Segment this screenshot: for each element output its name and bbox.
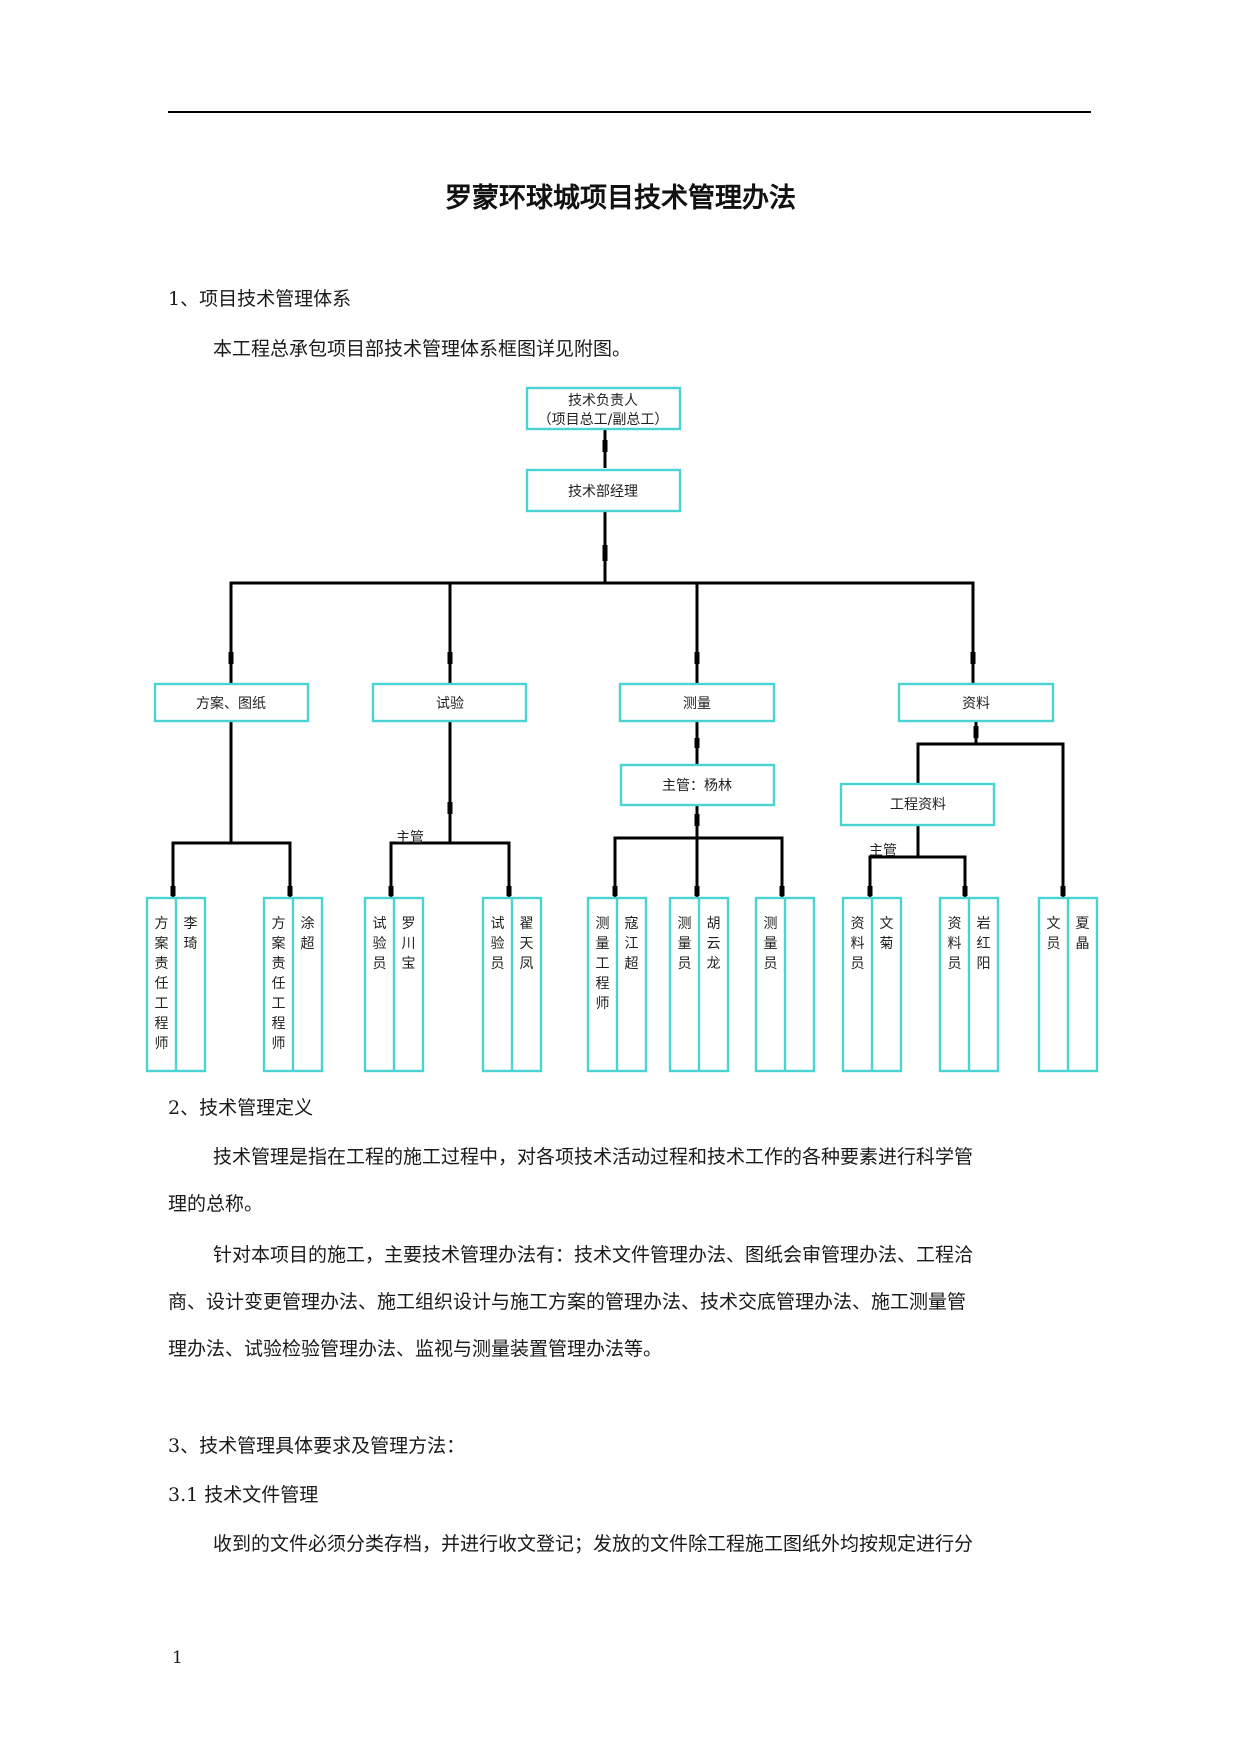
chart-person-name: 罗川宝 xyxy=(402,916,416,972)
chart-person-role: 资料员 xyxy=(948,916,962,972)
chart-node-tech-director-line2: （项目总工/副总工） xyxy=(538,412,669,428)
chart-person-name: 翟天凤 xyxy=(520,916,534,972)
section-3-heading: 3、技术管理具体要求及管理方法： xyxy=(168,1435,466,1457)
chart-node-tech-manager xyxy=(525,468,682,513)
chart-person-3: 试验员 罗川宝 xyxy=(363,896,425,1073)
section-1-text: 本工程总承包项目部技术管理体系框图详见附图。 xyxy=(213,338,632,360)
chart-node-category-testing xyxy=(371,682,528,723)
chart-person-8: 资料员 文菊 xyxy=(841,896,903,1073)
chart-node-category-plans xyxy=(153,682,310,723)
section-1-heading: 1、项目技术管理体系 xyxy=(168,288,352,310)
chart-person-name: 文菊 xyxy=(880,916,894,952)
section-2-p2-line3: 理办法、试验检验管理办法、监视与测量装置管理办法等。 xyxy=(168,1338,663,1360)
chart-node-tech-director-line1: 技术负责人 xyxy=(568,393,638,409)
chart-node-category-survey-label: 测量 xyxy=(683,696,711,712)
section-3-1-text: 收到的文件必须分类存档，并进行收文登记；发放的文件除工程施工图纸外均按规定进行分 xyxy=(213,1533,974,1555)
section-2-heading: 2、技术管理定义 xyxy=(168,1097,314,1119)
chart-supervisor-label-testing: 主管 xyxy=(396,830,424,846)
chart-person-name: 李琦 xyxy=(184,916,198,952)
chart-person-6: 测量员 胡云龙 xyxy=(668,896,730,1073)
chart-person-name: 岩红阳 xyxy=(977,916,991,972)
header-rule xyxy=(168,111,1091,113)
chart-person-role: 文员 xyxy=(1047,916,1061,952)
section-2-p2-line1: 针对本项目的施工，主要技术管理办法有：技术文件管理办法、图纸会审管理办法、工程洽 xyxy=(213,1244,974,1266)
chart-person-5: 测量工程师 寇江超 xyxy=(586,896,648,1073)
chart-node-category-survey xyxy=(618,682,776,723)
chart-person-role: 测量员 xyxy=(764,916,778,972)
chart-people: 方案责任工程师李琦方案责任工程师涂超试验员罗川宝试验员翟天凤测量工程师寇江超测量… xyxy=(145,896,1099,1073)
section-2-p2-line2: 商、设计变更管理办法、施工组织设计与施工方案的管理办法、技术交底管理办法、施工测… xyxy=(168,1291,967,1313)
chart-node-survey-supervisor xyxy=(619,763,776,807)
org-chart-connectors xyxy=(170,425,1066,898)
section-3-1-heading: 3.1 技术文件管理 xyxy=(168,1484,319,1506)
section-2-p1-line2: 理的总称。 xyxy=(168,1193,264,1215)
document-title: 罗蒙环球城项目技术管理办法 xyxy=(445,183,796,214)
chart-person-role: 测量员 xyxy=(678,916,692,972)
chart-person-name: 涂超 xyxy=(301,916,315,952)
page-number: 1 xyxy=(172,1648,183,1668)
chart-supervisor-label-docs: 主管 xyxy=(869,843,897,859)
chart-person-role: 试验员 xyxy=(373,916,387,972)
chart-person-1: 方案责任工程师 李琦 xyxy=(145,896,207,1073)
chart-person-role: 试验员 xyxy=(491,916,505,972)
chart-node-category-docs xyxy=(897,682,1055,723)
chart-node-category-plans-label: 方案、图纸 xyxy=(196,695,266,712)
chart-node-category-docs-label: 资料 xyxy=(962,696,990,712)
chart-person-role: 测量工程师 xyxy=(596,916,610,1012)
chart-node-survey-supervisor-label: 主管：杨林 xyxy=(662,778,732,794)
chart-person-name: 胡云龙 xyxy=(707,916,721,972)
chart-person-role: 资料员 xyxy=(851,916,865,972)
chart-person-9: 资料员 岩红阳 xyxy=(938,896,1000,1073)
chart-person-role: 方案责任工程师 xyxy=(272,916,286,1052)
section-2-p1-line1: 技术管理是指在工程的施工过程中，对各项技术活动过程和技术工作的各种要素进行科学管 xyxy=(213,1146,974,1168)
chart-node-tech-director xyxy=(525,386,682,431)
chart-node-engineering-docs xyxy=(839,782,996,827)
chart-person-7: 测量员 xyxy=(754,896,816,1073)
chart-person-2: 方案责任工程师 涂超 xyxy=(262,896,324,1073)
chart-node-engineering-docs-label: 工程资料 xyxy=(890,797,946,813)
org-chart: 技术负责人 （项目总工/副总工） 技术部经理 方案、图纸 试验 测量 资料 主管… xyxy=(145,386,1099,1073)
chart-person-role: 方案责任工程师 xyxy=(155,916,169,1052)
chart-person-name: 夏晶 xyxy=(1076,916,1090,952)
chart-person-name: 寇江超 xyxy=(625,915,639,972)
chart-node-category-testing-label: 试验 xyxy=(436,696,464,712)
chart-node-tech-manager-label: 技术部经理 xyxy=(568,484,638,500)
chart-person-4: 试验员 翟天凤 xyxy=(481,896,543,1073)
